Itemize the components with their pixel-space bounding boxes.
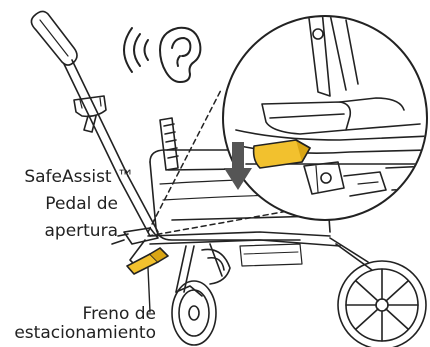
front-wheel [172,281,216,345]
zoom-detail [223,10,430,220]
parking-brake-label-line1: Freno de [40,304,156,325]
rear-wheel [338,261,426,347]
middle-wheel [202,249,230,284]
safeassist-label: SafeAssist ™ [6,167,134,188]
ear-sound-icon [124,28,200,82]
release-pedal-label-line1: Pedal de [6,194,118,215]
parking-brake-label-line2: estacionamiento [4,323,156,344]
release-pedal-label-line2: apertura [6,221,118,242]
seat-back [160,118,178,170]
